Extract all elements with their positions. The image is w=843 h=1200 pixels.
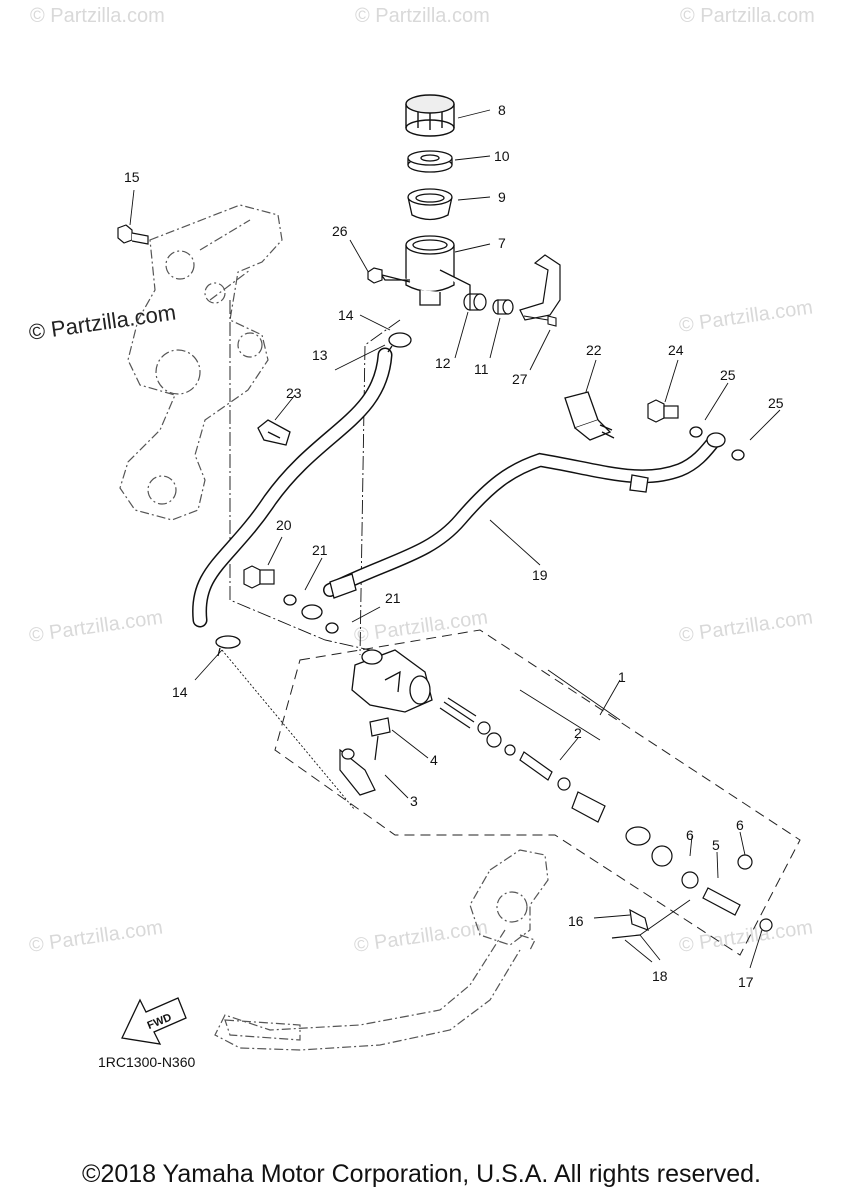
callout-25[interactable]: 25 <box>720 367 736 383</box>
watermark: © Partzilla.com <box>30 5 165 27</box>
callout-21[interactable]: 21 <box>385 590 401 606</box>
callout-11[interactable]: 11 <box>474 361 489 377</box>
callout-12[interactable]: 12 <box>435 355 451 371</box>
brake-switch <box>564 391 615 441</box>
callout-15[interactable]: 15 <box>124 169 140 185</box>
brake-pedal <box>214 849 549 1051</box>
diagram-code: 1RC1300-N360 <box>98 1054 195 1070</box>
assembly-outline <box>274 629 801 956</box>
bolt-26 <box>367 267 411 284</box>
union-bolt-20 <box>243 565 275 589</box>
bolt-15 <box>117 224 149 245</box>
callout-8[interactable]: 8 <box>498 102 506 118</box>
callout-3[interactable]: 3 <box>410 793 418 809</box>
callout-24[interactable]: 24 <box>668 342 684 358</box>
watermark: © Partzilla.com <box>28 606 165 647</box>
collar-12 <box>463 293 487 311</box>
grommet-11 <box>492 299 514 315</box>
diaphragm-plate <box>407 150 453 173</box>
callout-7[interactable]: 7 <box>498 235 506 251</box>
joint-4 <box>369 717 391 761</box>
callout-2[interactable]: 2 <box>574 725 582 741</box>
watermark: © Partzilla.com <box>355 5 490 27</box>
callout-10[interactable]: 10 <box>494 148 510 164</box>
hose-clip <box>215 332 412 657</box>
watermark: © Partzilla.com <box>353 916 490 957</box>
callout-26[interactable]: 26 <box>332 223 348 239</box>
callout-6[interactable]: 6 <box>686 827 694 843</box>
callout-23[interactable]: 23 <box>286 385 302 401</box>
callout-17[interactable]: 17 <box>738 974 754 990</box>
callout-27[interactable]: 27 <box>512 371 528 387</box>
callout-20[interactable]: 20 <box>276 517 292 533</box>
callout-22[interactable]: 22 <box>586 342 602 358</box>
union-bolt-24 <box>647 399 679 423</box>
callouts: 8 10 9 7 26 15 14 13 12 11 27 22 24 25 2… <box>124 102 784 990</box>
reservoir-tank <box>377 235 471 306</box>
frame-bracket <box>119 204 283 521</box>
hose-fittings <box>301 432 726 620</box>
gaskets <box>283 426 745 634</box>
leader-lines <box>129 109 781 969</box>
callout-1[interactable]: 1 <box>618 669 626 685</box>
master-cylinder <box>351 649 433 713</box>
callout-14[interactable]: 14 <box>338 307 354 323</box>
watermark-dark: © Partzilla.com <box>27 300 177 345</box>
callout-6[interactable]: 6 <box>736 817 744 833</box>
callout-9[interactable]: 9 <box>498 189 506 205</box>
clevis-pin <box>611 908 649 939</box>
copyright-notice: ©2018 Yamaha Motor Corporation, U.S.A. A… <box>82 1160 761 1188</box>
watermarks: © Partzilla.com © Partzilla.com © Partzi… <box>27 5 815 957</box>
watermark: © Partzilla.com <box>678 916 815 957</box>
callout-13[interactable]: 13 <box>312 347 328 363</box>
callout-25[interactable]: 25 <box>768 395 784 411</box>
callout-21[interactable]: 21 <box>312 542 328 558</box>
fwd-arrow-icon: FWD <box>121 997 187 1045</box>
diaphragm <box>407 188 453 221</box>
callout-4[interactable]: 4 <box>430 752 438 768</box>
reservoir-cap <box>405 94 455 137</box>
watermark: © Partzilla.com <box>678 296 815 337</box>
callout-14[interactable]: 14 <box>172 684 188 700</box>
hose-joint-3 <box>339 748 376 796</box>
push-rod <box>702 854 773 932</box>
callout-16[interactable]: 16 <box>568 913 584 929</box>
callout-18[interactable]: 18 <box>652 968 668 984</box>
watermark: © Partzilla.com <box>28 916 165 957</box>
piston-kit <box>439 697 699 889</box>
callout-5[interactable]: 5 <box>712 837 720 853</box>
hose-guide-23 <box>257 419 291 446</box>
watermark: © Partzilla.com <box>678 606 815 647</box>
bolt-27 <box>523 315 557 327</box>
callout-19[interactable]: 19 <box>532 567 548 583</box>
stay-bracket <box>519 254 561 321</box>
watermark: © Partzilla.com <box>680 5 815 27</box>
watermark: © Partzilla.com <box>353 606 490 647</box>
